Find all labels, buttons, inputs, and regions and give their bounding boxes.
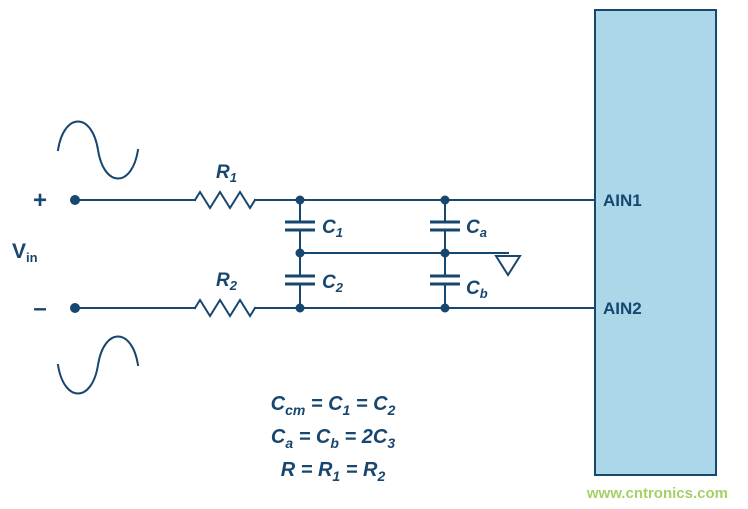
terminal-dot-minus	[70, 303, 80, 313]
plus-sign: +	[33, 187, 47, 214]
sine-wave-icon-top	[56, 120, 140, 180]
r1-label: R1	[216, 162, 237, 185]
cb-label: Cb	[466, 278, 488, 301]
node-dot	[440, 248, 450, 258]
c2-label: C2	[322, 272, 344, 295]
watermark-text: www.cntronics.com	[586, 485, 728, 502]
vin-label: Vin	[12, 240, 38, 265]
sine-wave-icon-bottom	[56, 335, 140, 395]
equation-3: R = R1 = R2	[281, 459, 386, 484]
equation-2: Ca = Cb = 2C3	[271, 426, 395, 451]
equation-1: Ccm = C1 = C2	[271, 393, 396, 418]
ain1-label: AIN1	[603, 191, 642, 210]
ain2-label: AIN2	[603, 299, 642, 318]
adc-block	[594, 9, 717, 476]
node-dot	[440, 303, 450, 313]
node-dot	[440, 195, 450, 205]
resistor-r1-symbol	[193, 190, 257, 210]
node-dot	[295, 195, 305, 205]
minus-sign: –	[33, 295, 46, 322]
node-dot	[295, 303, 305, 313]
ca-label: Ca	[466, 217, 487, 240]
r2-label: R2	[216, 270, 238, 293]
c1-label: C1	[322, 217, 343, 240]
node-dot	[295, 248, 305, 258]
ground-icon	[494, 255, 522, 277]
resistor-r2-symbol	[193, 298, 257, 318]
terminal-dot-plus	[70, 195, 80, 205]
